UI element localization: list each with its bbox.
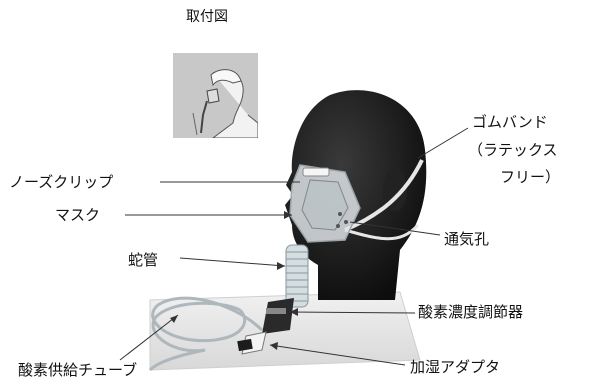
label-oxygen-regulator: 酸素濃度調節器: [418, 303, 523, 321]
label-oxygen-supply-tube: 酸素供給チューブ: [18, 361, 137, 379]
nose-clip: [303, 168, 329, 176]
label-latex-free-line1: （ラテックス: [468, 141, 558, 159]
leader-corrugated-tube: [180, 258, 285, 266]
arrowhead: [277, 262, 285, 270]
page-title: 取付図: [186, 8, 228, 26]
corrugated-tube: [286, 245, 308, 307]
leader-rubber-band: [418, 128, 468, 158]
label-corrugated-tube: 蛇管: [128, 251, 158, 269]
attachment-inset-image: [173, 53, 258, 138]
label-mask: マスク: [55, 206, 100, 224]
label-nose-clip: ノーズクリップ: [9, 173, 113, 191]
label-rubber-band: ゴムバンド: [472, 113, 548, 131]
label-vent-hole: 通気孔: [444, 230, 489, 248]
label-latex-free-line2: フリー）: [500, 168, 560, 186]
label-humidifier-adapter: 加湿アダプタ: [410, 358, 500, 376]
